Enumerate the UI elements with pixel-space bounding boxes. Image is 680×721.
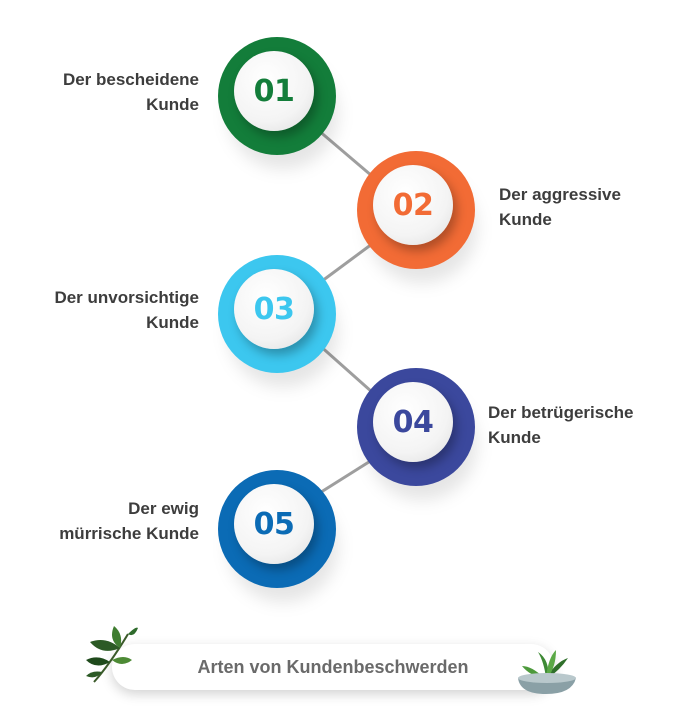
step-02-label-line-2: Kunde (499, 210, 552, 229)
step-02-label: Der aggressive Kunde (499, 182, 621, 232)
step-02-circle: 02 (357, 151, 477, 283)
connector-03-04 (317, 342, 373, 394)
step-02-number: 02 (392, 187, 434, 223)
step-04-number: 04 (392, 404, 434, 440)
leaf-sprig-icon (86, 626, 138, 683)
step-01-number: 01 (253, 73, 295, 109)
step-05-circle: 05 (218, 470, 338, 602)
step-05-label-line-1: Der ewig (128, 499, 199, 518)
step-05-label-line-2: mürrische Kunde (59, 524, 199, 543)
step-03-label-line-2: Kunde (146, 313, 199, 332)
herb-bowl-icon (518, 650, 576, 694)
step-03-label-line-1: Der unvorsichtige (54, 288, 199, 307)
step-03-label: Der unvorsichtige Kunde (54, 285, 199, 335)
step-04-label: Der betrügerische Kunde (488, 400, 634, 450)
step-04-label-line-1: Der betrügerische (488, 403, 634, 422)
step-04-circle: 04 (357, 368, 477, 500)
step-01-circle: 01 (218, 37, 338, 169)
step-02-label-line-1: Der aggressive (499, 185, 621, 204)
step-01-label-line-2: Kunde (146, 95, 199, 114)
banner-title: Arten von Kundenbeschwerden (197, 656, 469, 677)
step-01-label: Der bescheidene Kunde (63, 67, 199, 117)
connector-02-03 (317, 242, 373, 286)
connector-04-05 (317, 458, 373, 496)
step-03-circle: 03 (218, 255, 338, 387)
step-05-number: 05 (253, 506, 295, 542)
step-04-label-line-2: Kunde (488, 428, 541, 447)
title-banner: Arten von Kundenbeschwerden (112, 644, 554, 690)
step-05-label: Der ewig mürrische Kunde (59, 496, 199, 546)
step-01-label-line-1: Der bescheidene (62, 70, 199, 89)
connector-01-02 (317, 128, 373, 178)
step-03-number: 03 (253, 291, 295, 327)
